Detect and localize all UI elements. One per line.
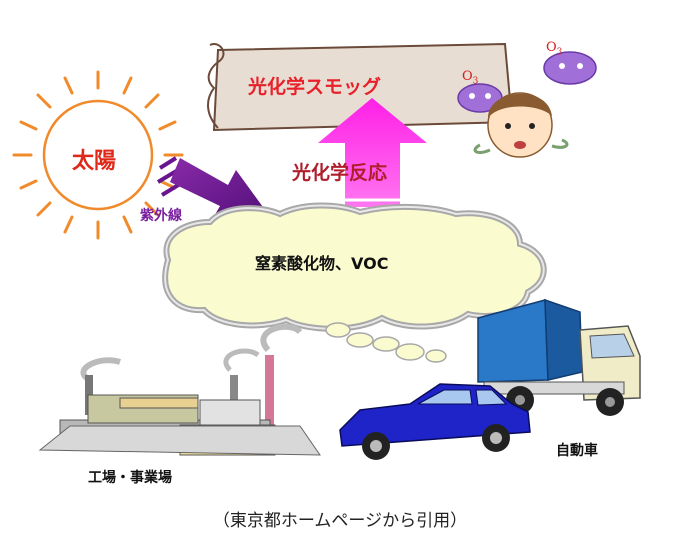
truck-icon <box>477 298 641 416</box>
car-icon <box>339 383 531 460</box>
factory-icon <box>38 323 321 456</box>
pollutant-label: 窒素酸化物、VOC <box>255 254 389 273</box>
smog-label: 光化学スモッグ <box>248 76 382 98</box>
reaction-label: 光化学反応 <box>292 162 388 184</box>
pollution-cloud <box>162 202 547 363</box>
ozone-label-left: O3 <box>462 69 479 87</box>
factory-label: 工場・事業場 <box>88 470 172 486</box>
uv-arrow <box>156 156 268 220</box>
ozone-label-right: O3 <box>546 40 563 58</box>
ozone-germ-icon <box>457 51 597 113</box>
uv-label: 紫外線 <box>140 208 182 224</box>
sun-icon <box>12 70 184 240</box>
source-caption: （東京都ホームページから引用） <box>212 511 468 531</box>
sun-label: 太陽 <box>72 149 117 174</box>
car-label: 自動車 <box>556 443 598 459</box>
child-face-icon <box>473 92 569 158</box>
